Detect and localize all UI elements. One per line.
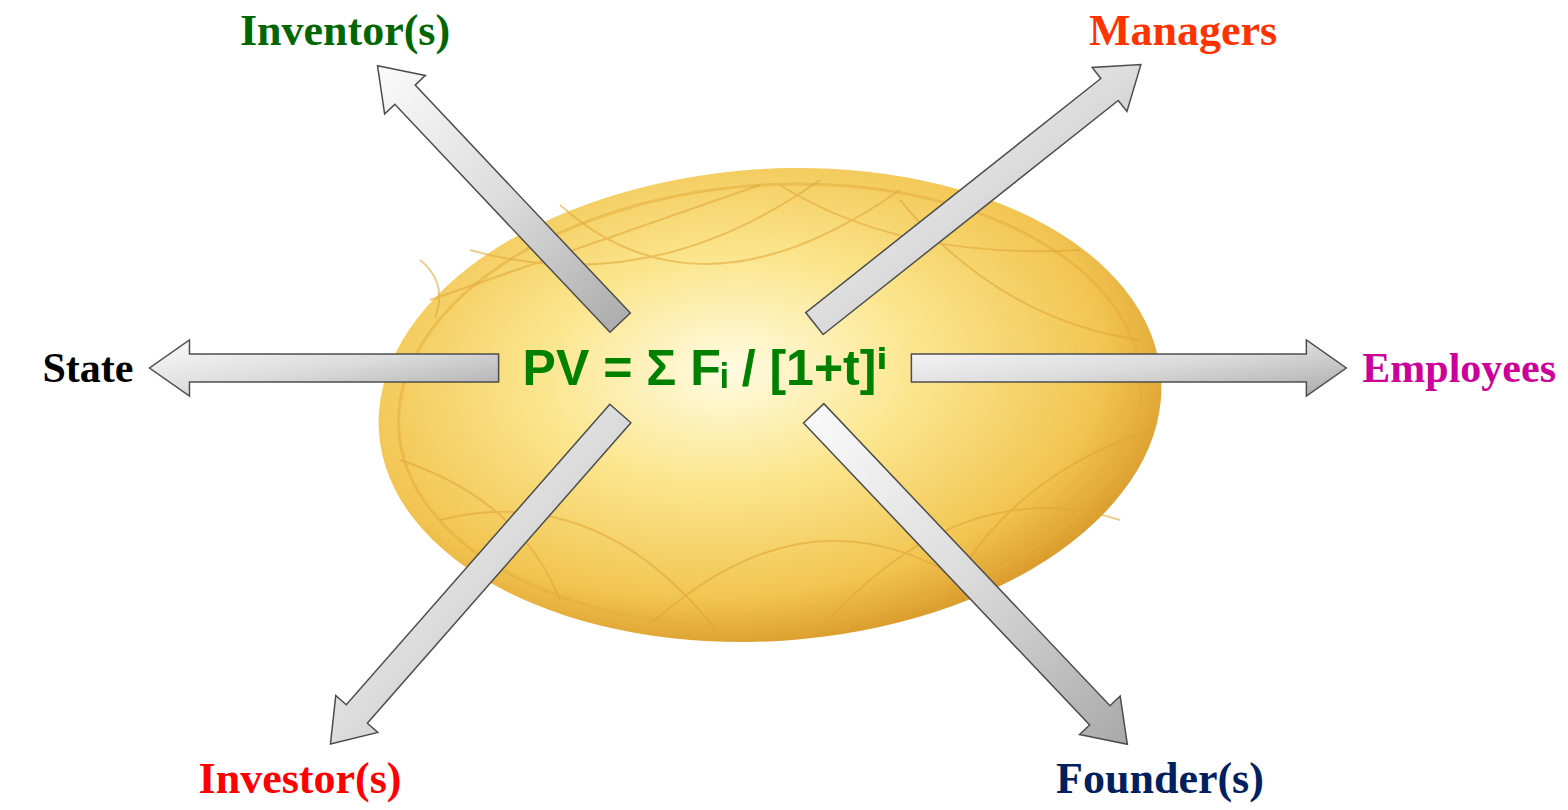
stakeholder-label: Investor(s) — [193, 752, 408, 806]
node-text: Investor(s) — [199, 755, 402, 803]
block-arrow — [806, 65, 1141, 335]
block-arrow — [149, 340, 498, 396]
node-text: PV = Σ Fᵢ / [1+t]ⁱ — [523, 341, 888, 396]
stakeholder-label: Employees — [1356, 342, 1562, 394]
node-text: State — [43, 345, 134, 391]
block-arrow — [330, 404, 630, 744]
stakeholder-label: Inventor(s) — [234, 4, 456, 58]
scoring-line — [560, 190, 900, 264]
galette-rim — [384, 160, 1157, 651]
node-text: Founder(s) — [1056, 755, 1264, 803]
block-arrow — [911, 340, 1346, 396]
block-arrow — [378, 66, 631, 333]
block-arrow — [804, 404, 1128, 745]
node-text: Managers — [1089, 7, 1277, 55]
stakeholder-label: Founder(s) — [1050, 752, 1270, 806]
node-text: Employees — [1362, 345, 1556, 391]
stakeholder-label: State — [37, 342, 140, 394]
formula-box: PV = Σ Fᵢ / [1+t]ⁱ — [507, 329, 904, 408]
stakeholder-label: Managers — [1083, 4, 1283, 58]
node-text: Inventor(s) — [240, 7, 450, 55]
